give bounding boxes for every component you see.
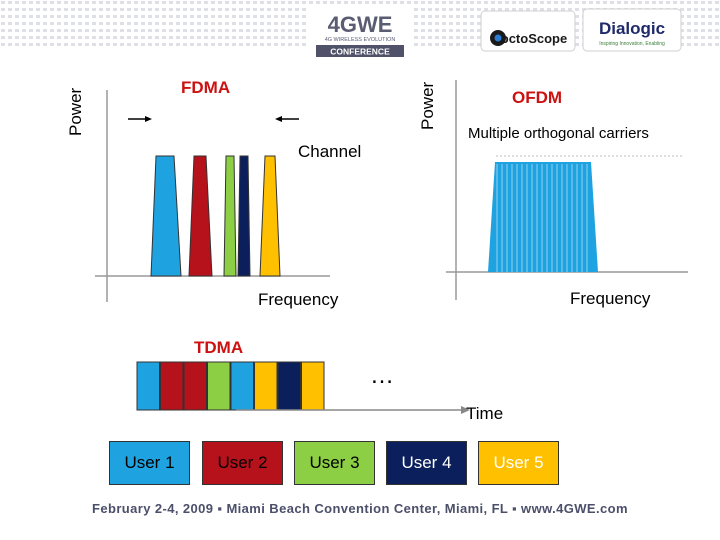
- tdma-time-slot: [254, 361, 278, 411]
- logo-4gwe-subtext: 4G WIRELESS EVOLUTION: [325, 37, 396, 43]
- logo-4gwe-text: 4GWE: [328, 12, 393, 37]
- ofdm-y-axis-label: Power: [418, 81, 437, 130]
- tdma-time-slot: [183, 361, 207, 411]
- logo-octoscope-text: octoScope: [501, 31, 567, 46]
- fdma-channel-label: Channel: [298, 142, 362, 161]
- tdma-time-slot: [207, 361, 231, 411]
- tdma-time-slot: [160, 361, 184, 411]
- fdma-channel-arrowhead-left: [145, 116, 152, 122]
- footer-event-info: February 2-4, 2009 ▪ Miami Beach Convent…: [92, 501, 628, 516]
- legend-user5: User 5: [478, 441, 559, 485]
- tdma-time-slot: [230, 361, 254, 411]
- legend-user1-label: User 1: [124, 453, 175, 472]
- legend-user3-label: User 3: [309, 453, 360, 472]
- fdma-carrier-user3: [223, 155, 237, 277]
- tdma-time-slot: [277, 361, 301, 411]
- legend-user1: User 1: [109, 441, 190, 485]
- tdma-time-slot: [301, 361, 325, 411]
- ofdm-x-axis-label: Frequency: [570, 289, 651, 308]
- 4gwe-logo: 4GWE 4G WIRELESS EVOLUTION CONFERENCE: [306, 8, 414, 58]
- ofdm-subtitle: Multiple orthogonal carriers: [468, 125, 649, 142]
- legend-user5-label: User 5: [493, 453, 544, 472]
- ofdm-title: OFDM: [512, 88, 563, 107]
- dialogic-logo: Dialogic Inspiring Innovation, Enabling: [582, 8, 682, 52]
- fdma-channel-arrowhead-right: [275, 116, 282, 122]
- tdma-time-slot: [136, 361, 160, 411]
- legend-user4-label: User 4: [401, 453, 452, 472]
- fdma-x-axis-label: Frequency: [258, 290, 339, 309]
- legend-user2: User 2: [202, 441, 283, 485]
- logo-dialogic-text: Dialogic: [599, 19, 665, 38]
- fdma-carrier-user5: [259, 155, 281, 277]
- ofdm-carrier-block: [488, 162, 598, 272]
- fdma-carrier-user1: [150, 155, 182, 277]
- tdma-ellipsis: …: [370, 362, 394, 389]
- logo-dialogic-tagline: Inspiring Innovation, Enabling: [599, 41, 665, 47]
- tdma-time-label: Time: [466, 404, 504, 423]
- fdma-carrier-user2: [188, 155, 213, 277]
- tdma-title: TDMA: [194, 338, 244, 357]
- legend-user3: User 3: [294, 441, 375, 485]
- fdma-carrier-user4: [237, 155, 251, 277]
- tdma-slot-group: [136, 361, 325, 411]
- legend-user4: User 4: [386, 441, 467, 485]
- tdma-time-arrowhead: [461, 406, 470, 414]
- fdma-title: FDMA: [181, 78, 231, 97]
- octoscope-logo: octoScope: [480, 10, 576, 52]
- logo-conference-text: CONFERENCE: [330, 47, 390, 57]
- legend-user2-label: User 2: [217, 453, 268, 472]
